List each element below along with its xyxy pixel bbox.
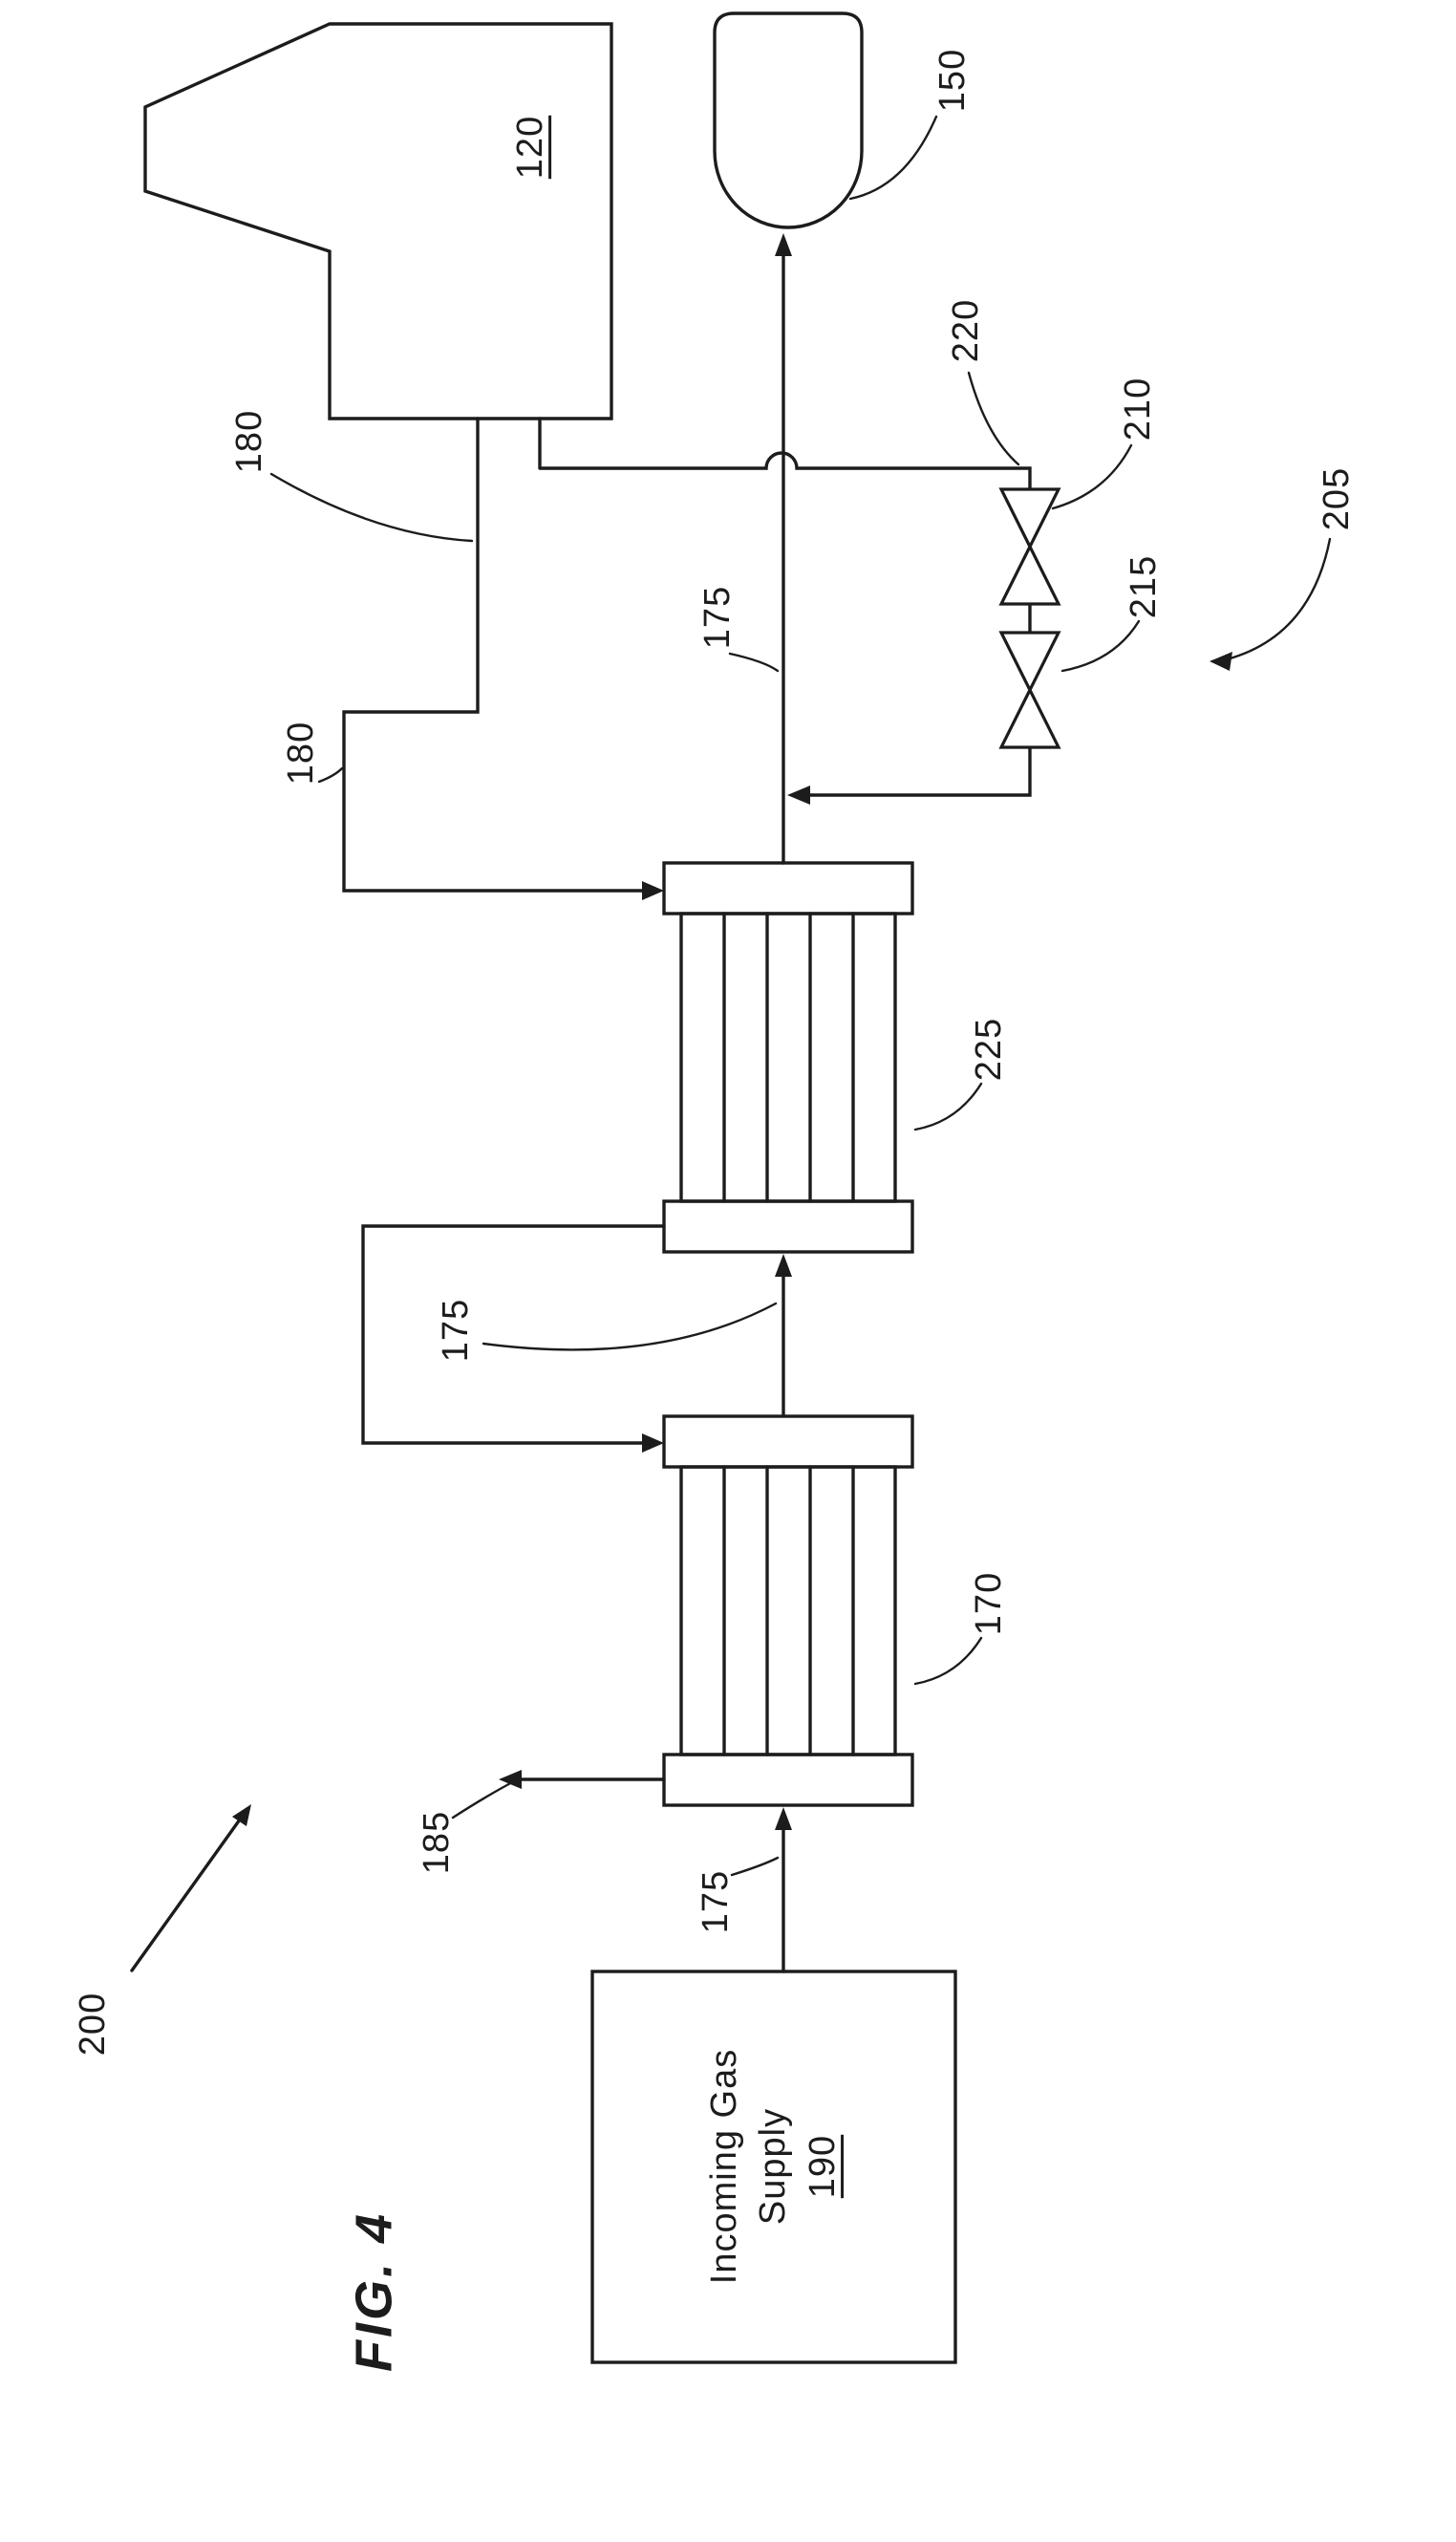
label-valve-assembly-ref: 205	[1317, 466, 1358, 531]
leader-lower-exchanger	[913, 1636, 983, 1686]
supply-box-line2: Supply	[753, 2107, 794, 2226]
label-upper-exchanger-ref: 225	[969, 1017, 1010, 1082]
supply-box	[590, 1970, 957, 2364]
lower-valve-symbol	[998, 631, 1061, 749]
exhaust-conduit-between-exchangers	[361, 1224, 666, 1445]
arrowhead-into-upper-exchanger-gas	[775, 1254, 792, 1277]
leader-exhaust-a	[269, 472, 474, 543]
arrowhead-exhaust-into-upper-exchanger	[642, 881, 664, 900]
supply-box-line1: Incoming Gas	[704, 2048, 745, 2285]
tank-outline	[713, 11, 864, 229]
leader-conduit-middle	[482, 1302, 778, 1351]
label-supply-ref: 190	[802, 2134, 843, 2199]
lower-exchanger-bottom-cap	[662, 1753, 914, 1807]
leader-valve-assembly	[1225, 537, 1332, 661]
upper-exchanger-bottom-cap	[662, 1199, 914, 1254]
label-conduit-ref-middle: 175	[436, 1298, 477, 1363]
arrowhead-branch-return	[787, 786, 810, 805]
upper-exchanger-body	[679, 912, 897, 1203]
leader-upper-exchanger	[913, 1082, 983, 1131]
label-lower-exchanger-ref: 170	[969, 1571, 1010, 1636]
leader-upper-valve	[1051, 443, 1133, 510]
arrowhead-exhaust-into-lower-exchanger	[642, 1433, 664, 1453]
upper-exchanger-top-cap	[662, 861, 914, 916]
label-branch-conduit-ref: 220	[946, 298, 987, 363]
label-overall-ref: 200	[73, 1992, 114, 2057]
arrowhead-into-tank	[775, 233, 792, 256]
lower-exchanger-top-cap	[662, 1414, 914, 1469]
arrowhead-exhaust-outlet	[499, 1770, 522, 1789]
label-exhaust-ref-a: 180	[229, 409, 270, 474]
label-upper-valve-ref: 210	[1118, 377, 1159, 442]
hood-outline	[143, 22, 613, 420]
figure-caption: FIG. 4	[345, 2210, 403, 2373]
lower-exchanger-body	[679, 1465, 897, 1756]
upper-valve-symbol	[998, 487, 1061, 606]
branch-conduit	[538, 417, 1032, 491]
leader-branch-conduit	[967, 371, 1020, 466]
overall-ref-arrow-line	[130, 1818, 242, 1972]
leader-conduit-lower	[730, 1856, 780, 1877]
arrowhead-into-lower-exchanger-gas	[775, 1807, 792, 1830]
label-hood-ref: 120	[510, 115, 551, 180]
label-exhaust-outlet-ref: 185	[417, 1810, 458, 1875]
lower-exchanger-tubes	[722, 1465, 855, 1756]
exhaust-conduit-to-upper-exchanger	[342, 417, 648, 893]
leader-conduit-upper	[728, 652, 780, 673]
supply-box-label: Incoming Gas Supply 190	[700, 2049, 847, 2284]
leader-exhaust-b	[317, 766, 344, 784]
leader-tank	[848, 115, 938, 201]
label-tank-ref: 150	[932, 48, 974, 113]
label-conduit-ref-lower: 175	[696, 1869, 737, 1934]
arrowhead-overall-ref	[232, 1804, 251, 1826]
leader-exhaust-outlet	[451, 1779, 516, 1820]
arrowhead-valve-assembly	[1210, 652, 1232, 671]
branch-return-line	[806, 745, 1032, 797]
upper-exchanger-tubes	[722, 912, 855, 1203]
label-lower-valve-ref: 215	[1124, 554, 1165, 619]
label-conduit-ref-upper: 175	[697, 585, 739, 650]
label-exhaust-ref-b: 180	[281, 721, 322, 786]
leader-lower-valve	[1060, 619, 1141, 673]
